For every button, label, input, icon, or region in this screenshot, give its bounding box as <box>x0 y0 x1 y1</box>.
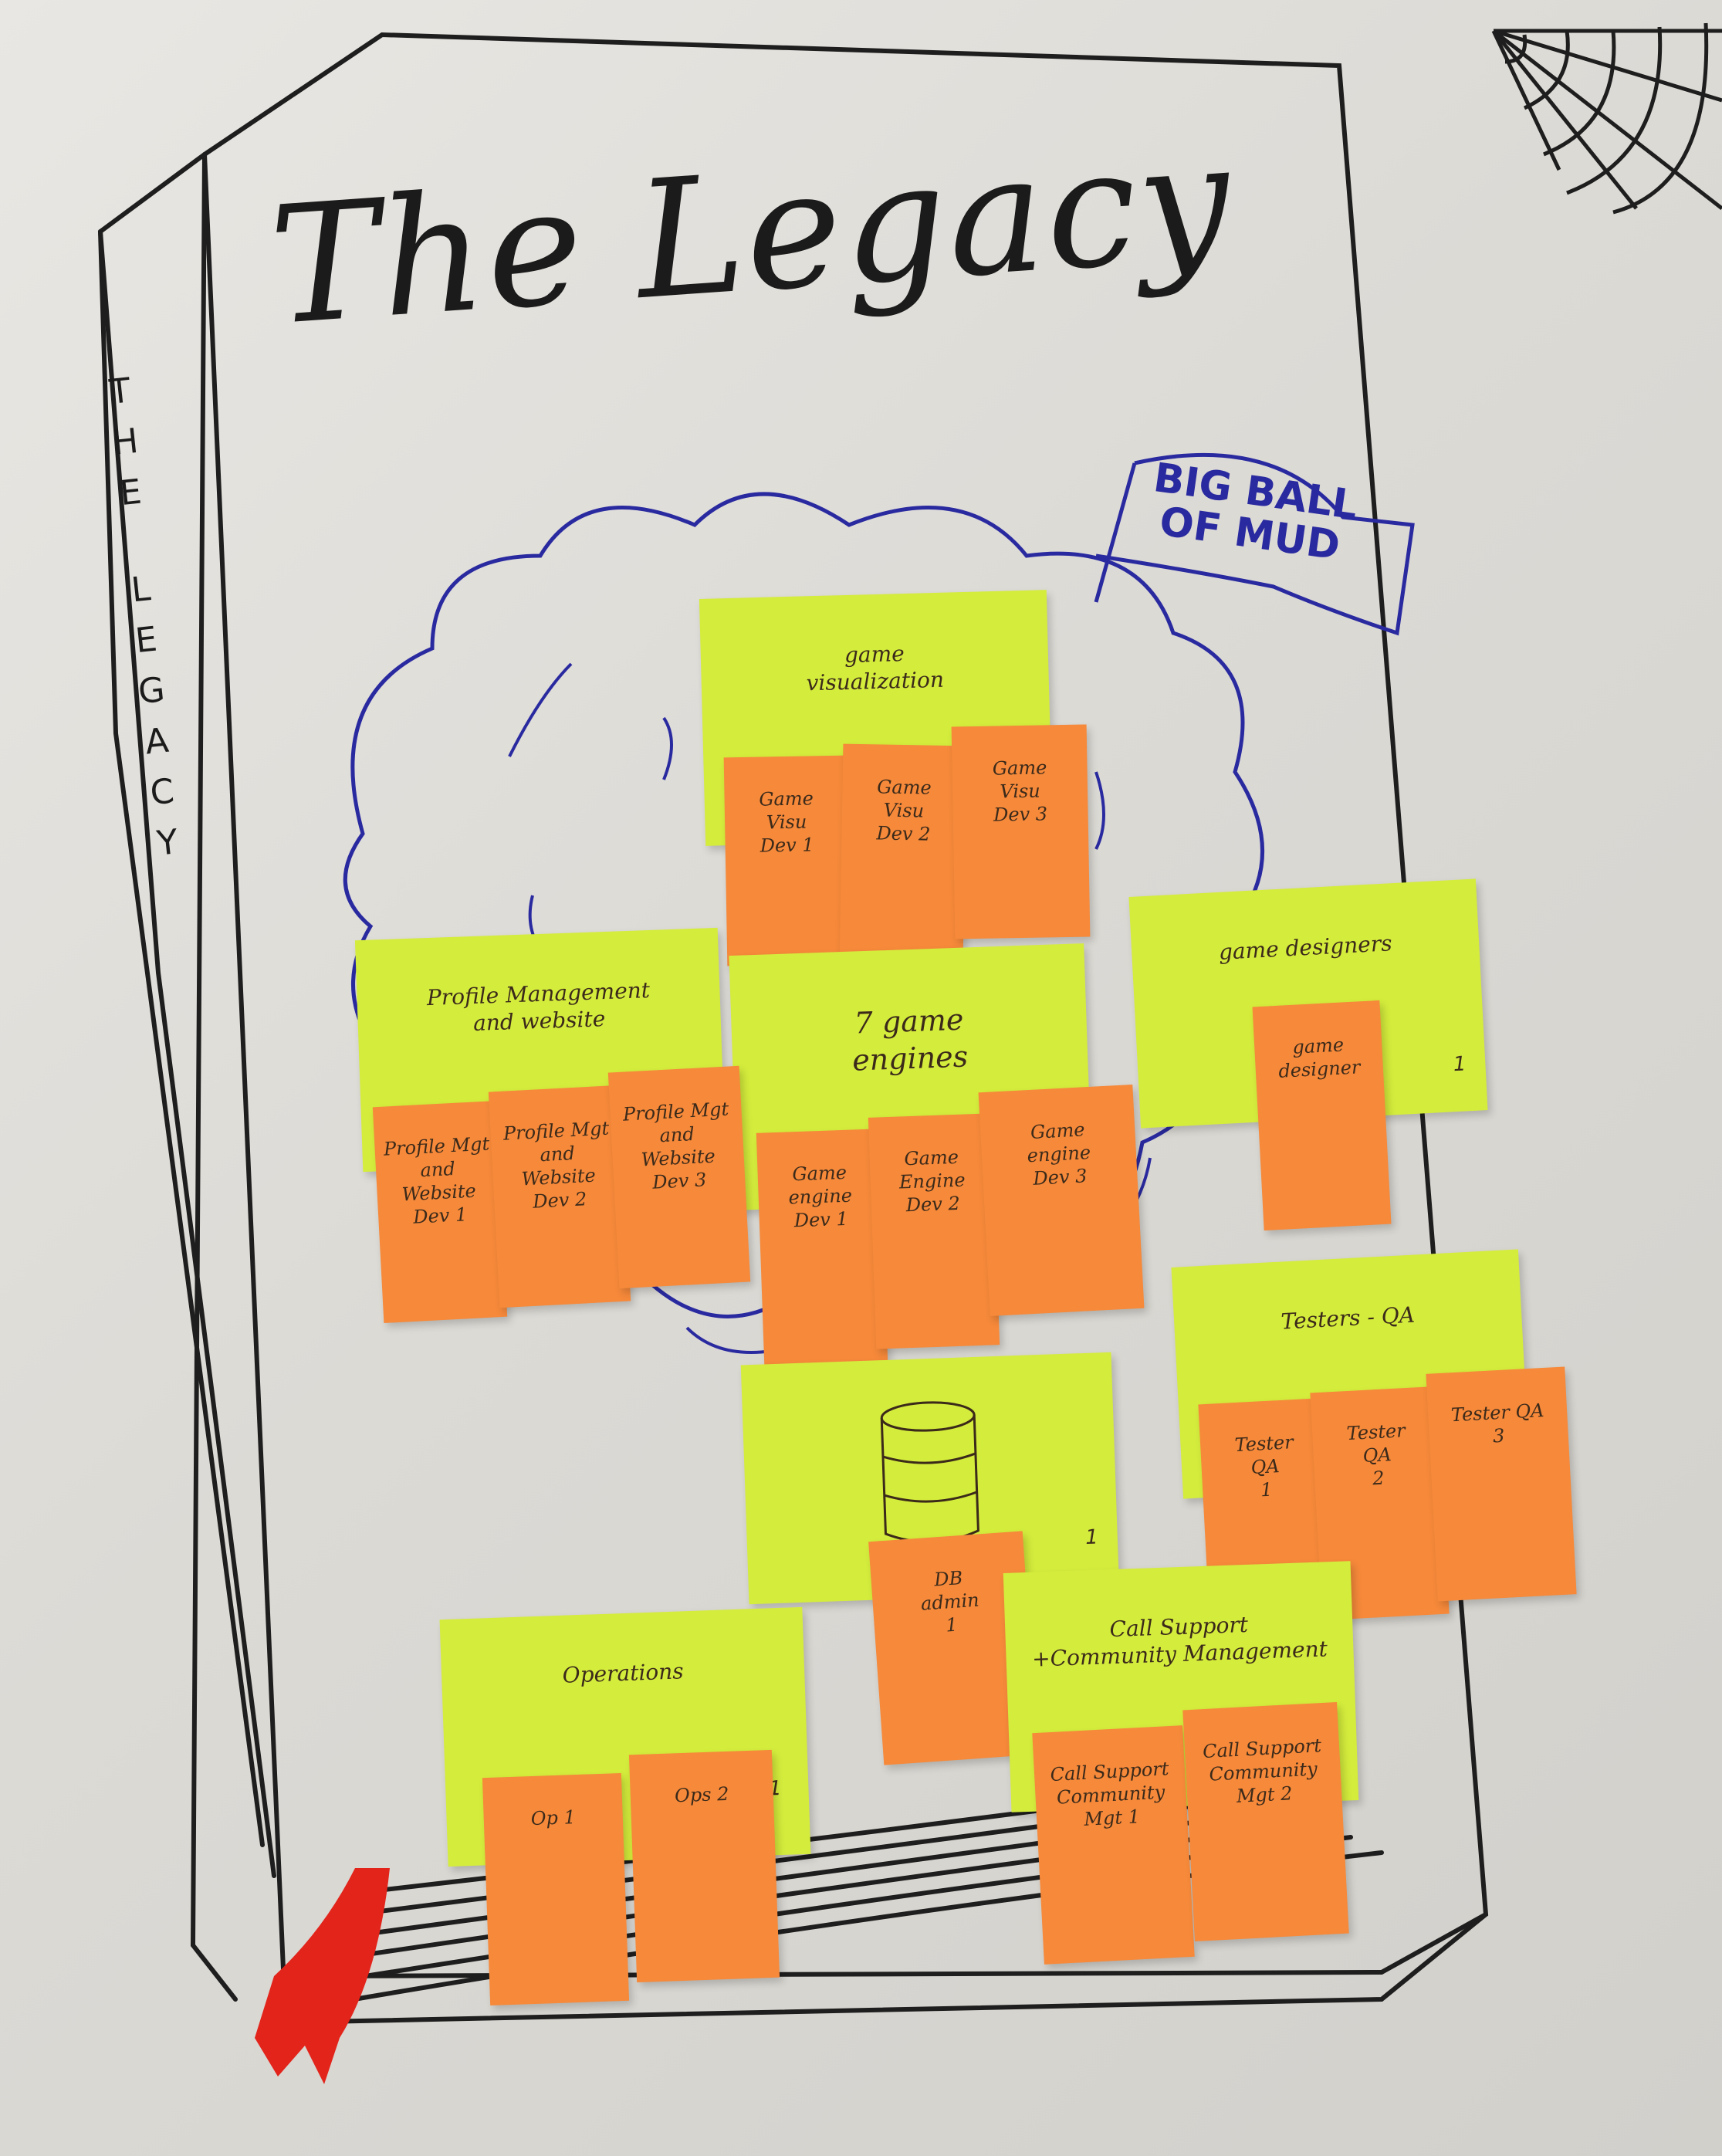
note-profile-dev-2: Profile Mgt and Website Dev 2 <box>488 1085 631 1308</box>
note-label: Tester QA 3 <box>1450 1399 1545 1447</box>
note-label: Ops 2 <box>674 1782 729 1807</box>
spine-letter: A <box>143 720 171 763</box>
bookmark-ribbon <box>255 1868 390 2084</box>
note-label: Game Visu Dev 2 <box>876 776 932 845</box>
flag-drawing <box>1094 452 1415 636</box>
note-label: game visualization <box>806 641 945 696</box>
note-call-support-2: Call Support Community Mgt 2 <box>1182 1701 1349 1942</box>
note-label: Tester QA 2 <box>1345 1420 1406 1490</box>
note-label: Game Engine Dev 2 <box>898 1146 966 1217</box>
note-label: Game engine Dev 1 <box>788 1161 853 1232</box>
note-label: DB admin 1 <box>920 1566 980 1636</box>
note-game-visu-dev-2: Game Visu Dev 2 <box>839 743 967 963</box>
note-label: Game Visu Dev 3 <box>992 756 1048 826</box>
note-ops-1: Op 1 <box>482 1772 630 2006</box>
spine-letter: E <box>117 472 144 514</box>
note-game-visu-dev-3: Game Visu Dev 3 <box>951 724 1091 939</box>
spine-letter: L <box>129 569 153 611</box>
note-game-visu-dev-1: Game Visu Dev 1 <box>723 755 851 966</box>
database-icon <box>880 1401 979 1543</box>
spine-letter: C <box>148 771 177 814</box>
note-count: 1 <box>1084 1525 1099 1549</box>
note-call-support-1: Call Support Community Mgt 1 <box>1032 1725 1195 1965</box>
note-count: 1 <box>1453 1051 1467 1076</box>
note-label: Op 1 <box>530 1806 577 1830</box>
note-label: Profile Management and website <box>426 977 651 1036</box>
note-label: Call Support Community Mgt 2 <box>1202 1735 1322 1807</box>
note-label: 7 game engines <box>851 1002 969 1078</box>
spine-letter: T <box>107 371 133 412</box>
note-label: game designers <box>1218 930 1393 965</box>
spine-letter: E <box>133 619 159 662</box>
note-label: Operations <box>562 1658 685 1688</box>
note-profile-dev-1: Profile Mgt and Website Dev 1 <box>372 1101 508 1323</box>
note-ops-2: Ops 2 <box>628 1749 780 1983</box>
note-game-engine-dev-1: Game engine Dev 1 <box>756 1129 888 1365</box>
note-label: Profile Mgt and Website Dev 3 <box>622 1098 729 1193</box>
note-label: Call Support Community Mgt 1 <box>1049 1758 1170 1830</box>
note-label: Testers - QA <box>1280 1301 1416 1335</box>
note-game-engine-dev-2: Game Engine Dev 2 <box>868 1113 1000 1349</box>
spider-web-drawing <box>1491 22 1722 215</box>
note-label: Profile Mgt and Website Dev 1 <box>383 1132 490 1228</box>
note-label: Game Visu Dev 1 <box>759 787 814 857</box>
note-label: Profile Mgt and Website Dev 2 <box>502 1117 610 1213</box>
spine-letter: G <box>136 669 167 712</box>
note-game-designer: game designer <box>1252 1000 1392 1231</box>
spine-letter: Y <box>154 822 181 864</box>
note-profile-dev-3: Profile Mgt and Website Dev 3 <box>607 1065 751 1289</box>
note-tester-qa-3: Tester QA 3 <box>1426 1366 1577 1602</box>
note-label: Call Support +Community Management <box>1031 1611 1328 1672</box>
note-label: game designer <box>1277 1034 1362 1082</box>
note-game-engine-dev-3: Game engine Dev 3 <box>978 1084 1145 1317</box>
note-label: Game engine Dev 3 <box>1026 1119 1091 1190</box>
note-label: Tester QA 1 <box>1233 1431 1294 1501</box>
spine-letter: H <box>110 421 140 463</box>
